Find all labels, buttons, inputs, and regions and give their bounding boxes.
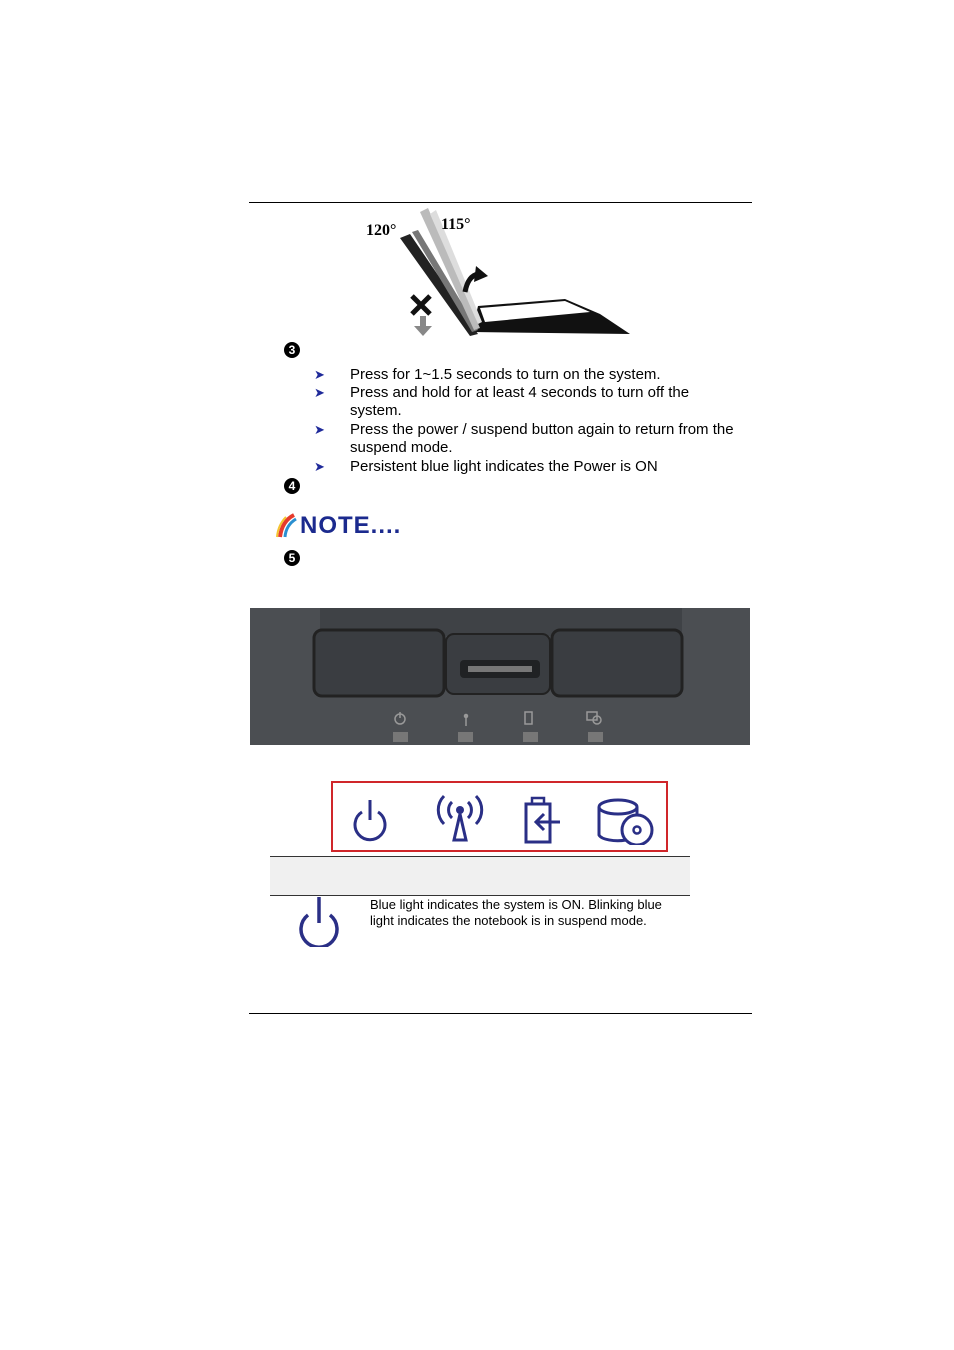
arrow-bullet-icon: ➤ (314, 422, 325, 437)
note-pen-icon (276, 513, 298, 539)
angle-label-120: 120° (366, 222, 397, 239)
bullet-text: Press the power / suspend button again t… (350, 421, 734, 456)
arrow-bullet-icon: ➤ (314, 367, 325, 382)
power-icon (353, 792, 387, 842)
table-header (270, 857, 690, 896)
item-number-3: 3 (284, 342, 300, 358)
wireless-icon (432, 792, 488, 842)
item-number-5: 5 (284, 550, 300, 566)
led-icons-box (331, 781, 668, 852)
item-number-4: 4 (284, 478, 300, 494)
bullet-text: Persistent blue light indicates the Powe… (350, 458, 658, 475)
touchpad-photo (250, 608, 750, 745)
battery-icon (522, 796, 564, 844)
note-logo: NOTE.... (300, 512, 402, 539)
angle-label-115: 115° (441, 216, 471, 233)
power-icon (297, 895, 341, 949)
power-led-description: Blue light indicates the system is ON. B… (370, 897, 662, 928)
bullet-text: Press and hold for at least 4 seconds to… (350, 384, 690, 419)
top-rule (249, 202, 752, 203)
arrow-bullet-icon: ➤ (314, 385, 325, 400)
screen-angle-figure (360, 204, 640, 339)
bottom-rule (249, 1013, 752, 1014)
bullet-text: Press for 1~1.5 seconds to turn on the s… (350, 366, 661, 383)
arrow-bullet-icon: ➤ (314, 459, 325, 474)
storage-icon (596, 797, 656, 847)
